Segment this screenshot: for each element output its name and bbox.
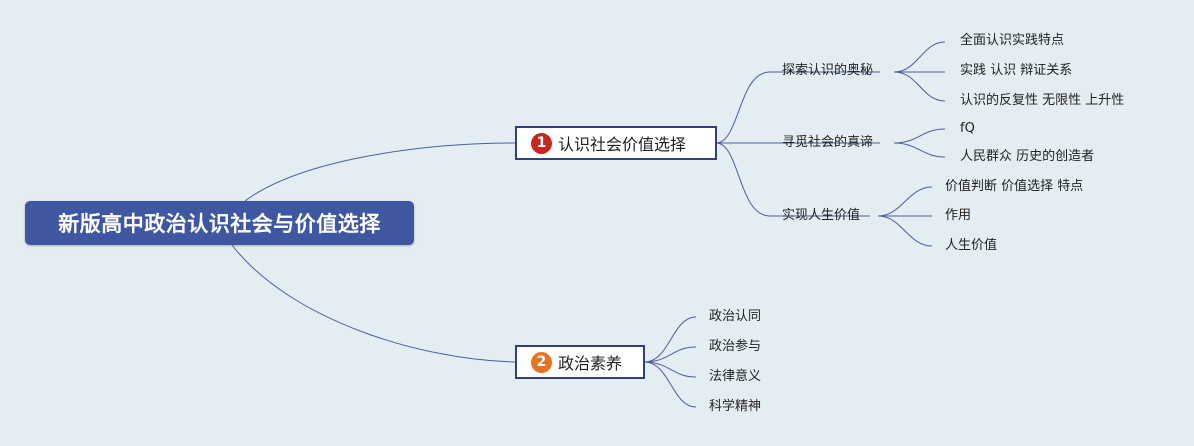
- connector-branch2-item1: [643, 316, 697, 363]
- connector-branch1-sub3: [715, 142, 870, 217]
- leaf-item[interactable]: fQ: [960, 121, 975, 136]
- leaf-item[interactable]: 人民群众 历史的创造者: [960, 149, 1095, 164]
- connector-branch2-item2: [643, 346, 697, 363]
- connector-sub3-item1: [877, 186, 933, 217]
- connector-sub2-item1: [893, 128, 946, 144]
- root-topic-label: 新版高中政治认识社会与价值选择: [58, 212, 381, 236]
- connector-branch2-item4: [643, 361, 697, 408]
- connector-root-branch2: [231, 244, 517, 363]
- leaf-item[interactable]: 法律意义: [709, 369, 762, 384]
- leaf-item[interactable]: 人生价值: [945, 238, 998, 253]
- connector-sub2-item2: [893, 142, 946, 158]
- leaf-item[interactable]: 价值判断 价值选择 特点: [945, 179, 1084, 194]
- subtopic-realize-life-value[interactable]: 实现人生价值: [782, 208, 861, 223]
- subtopic-explore-cognition[interactable]: 探索认识的奥秘: [782, 63, 874, 78]
- leaf-item[interactable]: 实践 认识 辩证关系: [960, 63, 1073, 78]
- leaf-item[interactable]: 认识的反复性 无限性 上升性: [960, 93, 1125, 108]
- connector-sub3-item3: [877, 215, 933, 247]
- subtopic-seek-society-truth[interactable]: 寻觅社会的真谛: [782, 135, 874, 150]
- connector-root-branch1: [244, 142, 517, 202]
- leaf-item[interactable]: 全面认识实践特点: [960, 33, 1065, 48]
- branch-topic-2[interactable]: 2 政治素养: [515, 345, 645, 379]
- branch-topic-2-label: 政治素养: [558, 354, 623, 373]
- leaf-item[interactable]: 政治认同: [709, 309, 762, 324]
- connector-sub1-item3: [893, 71, 946, 102]
- leaf-item[interactable]: 科学精神: [709, 399, 762, 414]
- branch-topic-1[interactable]: 1 认识社会价值选择: [515, 126, 717, 160]
- number-badge-2: 2: [531, 351, 552, 373]
- number-badge-1: 1: [531, 132, 552, 154]
- connector-sub1-item1: [893, 41, 946, 73]
- connector-branch2-item3: [643, 361, 697, 378]
- leaf-item[interactable]: 政治参与: [709, 339, 762, 354]
- connector-branch1-sub1: [715, 71, 880, 144]
- root-topic[interactable]: 新版高中政治认识社会与价值选择: [25, 201, 414, 245]
- branch-topic-1-label: 认识社会价值选择: [558, 135, 687, 154]
- leaf-item[interactable]: 作用: [945, 208, 972, 223]
